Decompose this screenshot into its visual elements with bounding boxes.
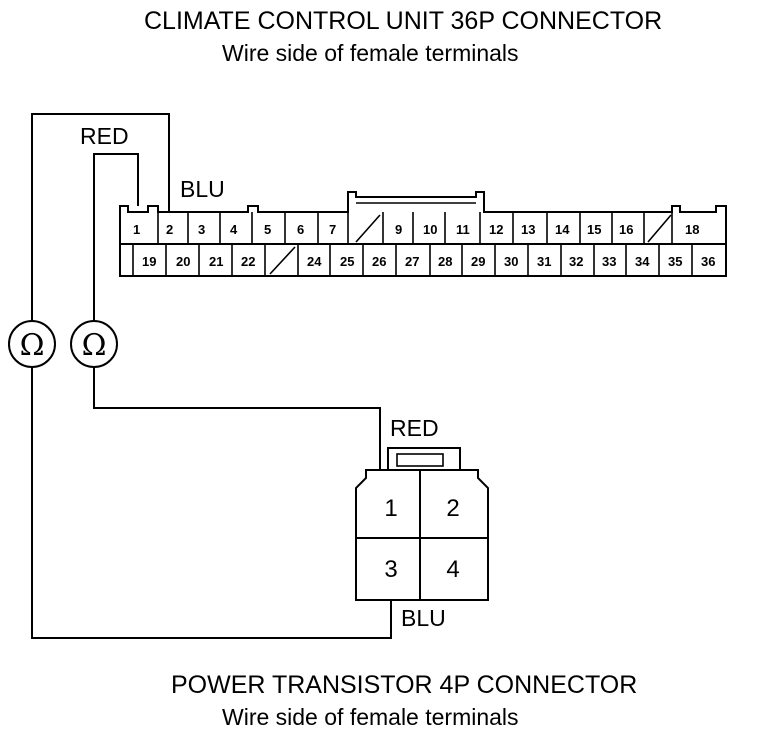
pin-31: 31 <box>537 254 551 269</box>
pin-30: 30 <box>504 254 518 269</box>
blank-cavity-23 <box>269 246 296 275</box>
connector-36p-outline <box>119 191 727 277</box>
pin-3: 3 <box>198 222 205 237</box>
pin-19: 19 <box>142 254 156 269</box>
terminal-3: 3 <box>384 556 397 583</box>
pin-20: 20 <box>176 254 190 269</box>
wire-blu-to-pin-2 <box>31 113 170 322</box>
bottom-connector-title: POWER TRANSISTOR 4P CONNECTOR <box>171 671 637 699</box>
blu-wire-label-bottom: BLU <box>401 605 446 631</box>
ohmmeter-left-circle <box>8 320 56 368</box>
connector-4p-lock-tab <box>396 453 444 467</box>
test-leads <box>31 113 392 639</box>
wire-blu-to-terminal-3 <box>31 366 392 639</box>
pin-15: 15 <box>587 222 601 237</box>
pin-14: 14 <box>555 222 570 237</box>
pin-27: 27 <box>405 254 419 269</box>
wire-red-to-terminal-1 <box>93 366 381 470</box>
pin-21: 21 <box>209 254 223 269</box>
pin-7: 7 <box>329 222 336 237</box>
bottom-connector-subtitle: Wire side of female terminals <box>222 704 519 730</box>
terminal-1: 1 <box>384 495 397 522</box>
terminal-4: 4 <box>446 556 459 583</box>
pin-22: 22 <box>241 254 255 269</box>
ohmmeter-left: Ω <box>8 320 56 368</box>
pin-34: 34 <box>635 254 650 269</box>
connector-36p: 1 2 3 4 5 6 7 9 10 11 12 13 14 15 16 18 … <box>119 191 727 277</box>
connector-4p-outline <box>355 447 489 601</box>
red-wire-label-bottom: RED <box>390 415 439 441</box>
ohm-icon: Ω <box>20 328 45 363</box>
pin-28: 28 <box>438 254 452 269</box>
blu-wire-label-top: BLU <box>180 176 225 202</box>
top-connector-title: CLIMATE CONTROL UNIT 36P CONNECTOR <box>144 7 662 35</box>
ohmmeter-right: Ω <box>70 320 118 368</box>
pin-25: 25 <box>340 254 354 269</box>
wire-red-to-pin-1 <box>93 153 139 322</box>
blank-cavity-8 <box>355 214 381 243</box>
ohmmeter-right-circle <box>70 320 118 368</box>
pin-10: 10 <box>423 222 437 237</box>
top-connector-subtitle: Wire side of female terminals <box>222 40 519 66</box>
blank-cavity-17 <box>647 214 672 243</box>
red-wire-label-top: RED <box>80 123 129 149</box>
terminal-2: 2 <box>446 495 459 522</box>
pin-11: 11 <box>456 222 470 237</box>
pin-16: 16 <box>619 222 633 237</box>
pin-9: 9 <box>395 222 402 237</box>
pin-29: 29 <box>471 254 485 269</box>
pin-36: 36 <box>701 254 715 269</box>
pin-2: 2 <box>166 222 173 237</box>
pin-5: 5 <box>264 222 271 237</box>
pin-13: 13 <box>521 222 535 237</box>
pin-32: 32 <box>569 254 583 269</box>
pin-12: 12 <box>489 222 503 237</box>
ohm-icon: Ω <box>82 328 107 363</box>
pin-6: 6 <box>297 222 304 237</box>
connector-4p: 1 2 3 4 <box>355 447 489 601</box>
pin-35: 35 <box>668 254 682 269</box>
pin-33: 33 <box>602 254 616 269</box>
row1-dividers <box>157 212 673 244</box>
pin-26: 26 <box>372 254 386 269</box>
pin-24: 24 <box>307 254 322 269</box>
pin-4: 4 <box>230 222 238 237</box>
row2-dividers <box>132 244 693 276</box>
pin-1: 1 <box>133 222 140 237</box>
pin-18: 18 <box>685 222 699 237</box>
